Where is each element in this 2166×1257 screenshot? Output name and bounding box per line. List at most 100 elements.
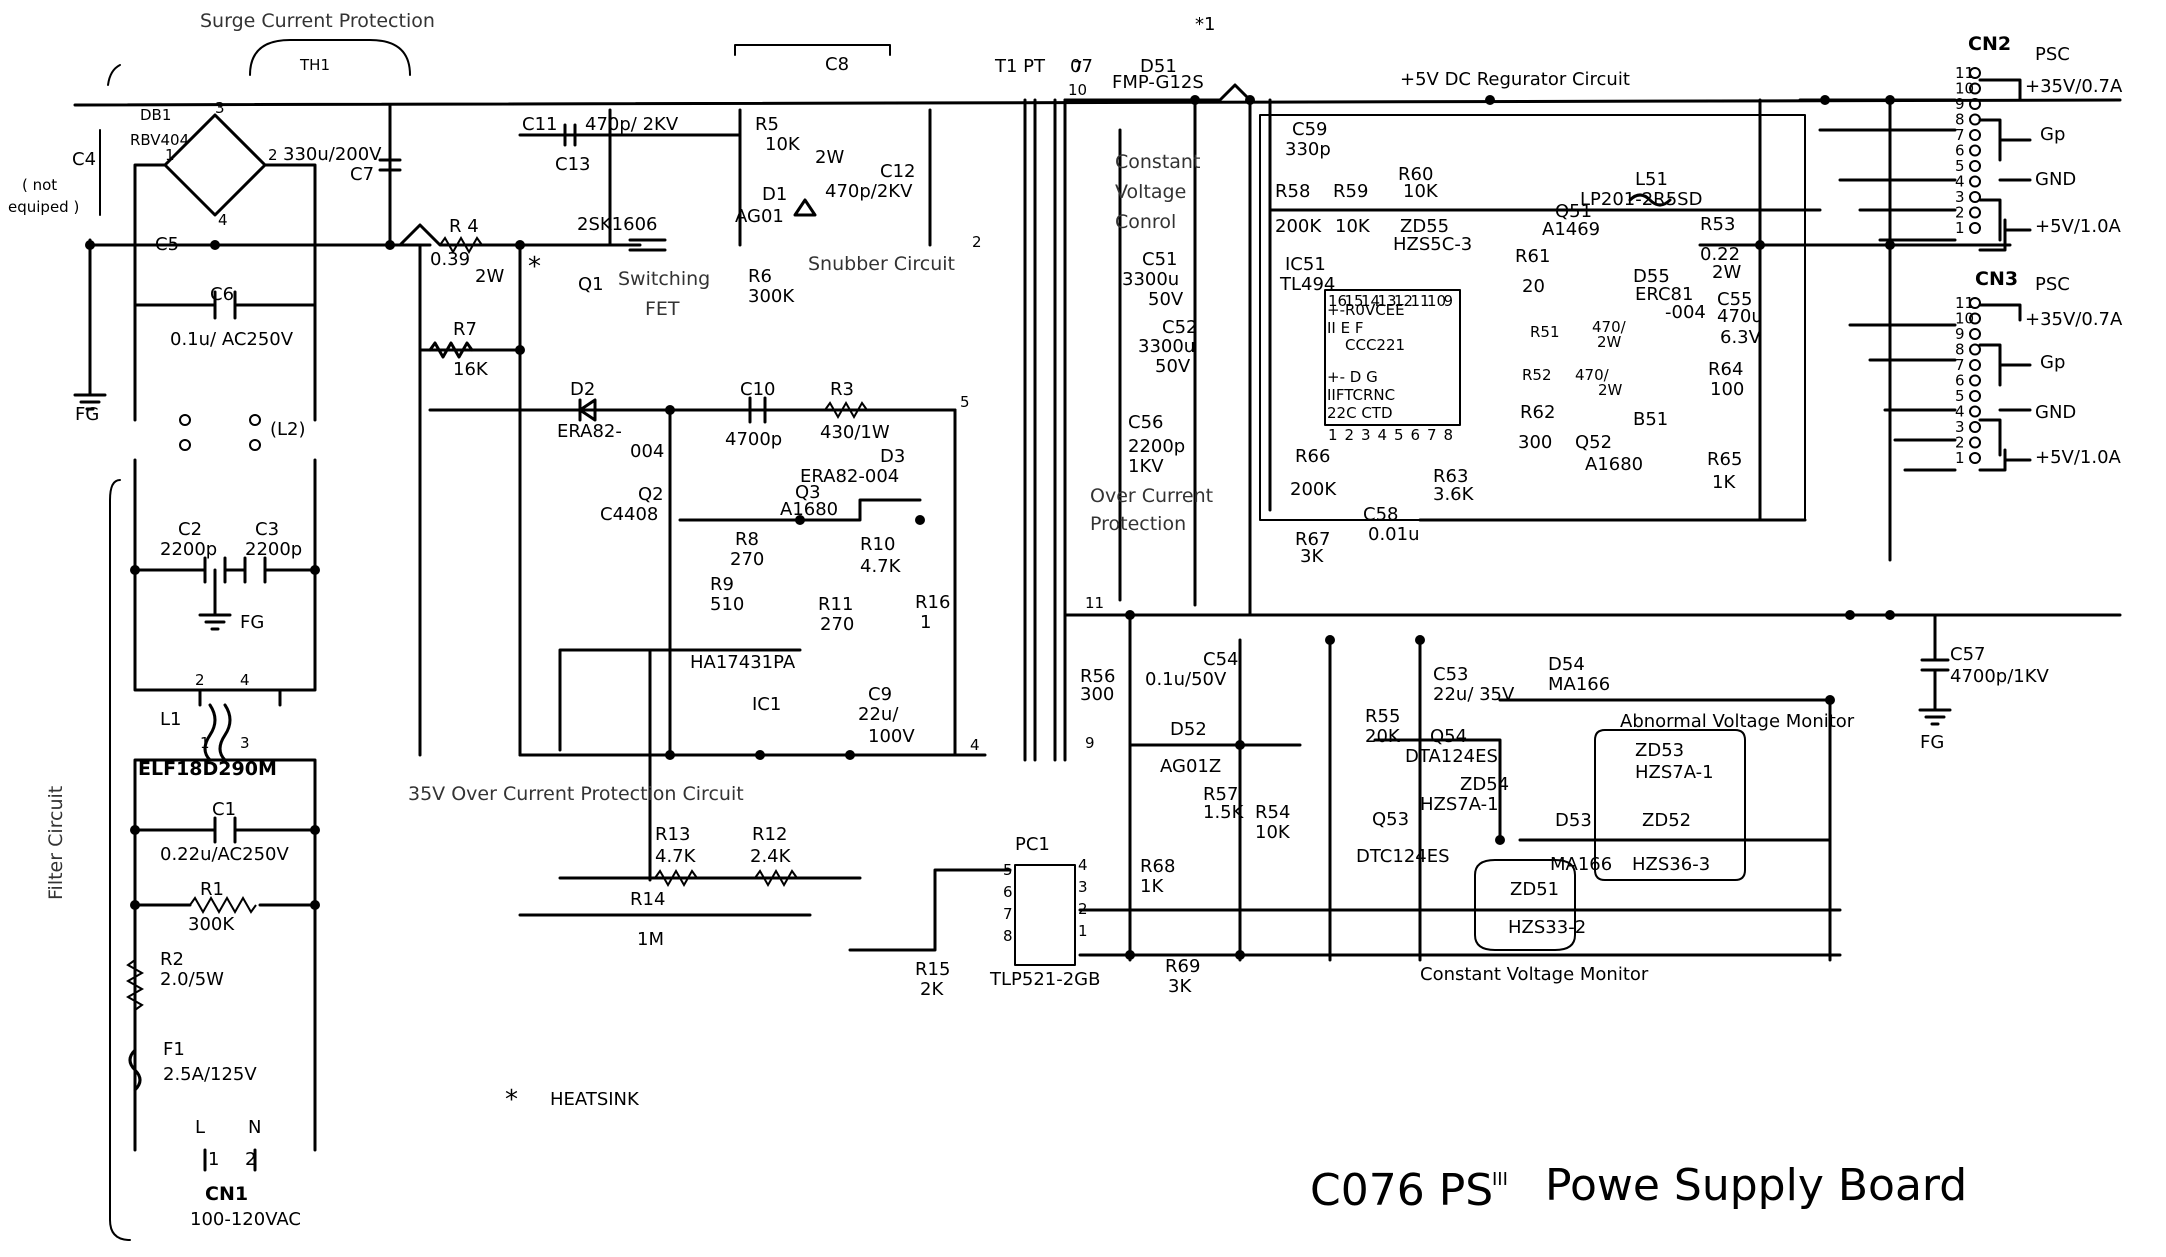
d54-part: MA166	[1548, 674, 1610, 695]
pc1-pin-2: 2	[1078, 900, 1088, 918]
l1-part: ELF18D290M	[138, 758, 277, 780]
r58-value: 200K	[1275, 216, 1322, 237]
ic51-pin-4: 4	[1378, 426, 1388, 444]
filter-side-wires	[133, 243, 317, 422]
constant-control-3: Conrol	[1115, 211, 1176, 233]
c10-label: C10	[740, 379, 775, 400]
l2-label: (L2)	[270, 419, 306, 440]
transformer-t1	[1023, 98, 2122, 762]
c6-value: 0.1u/ AC250V	[170, 329, 294, 350]
c11-value: 470p/ 2KV	[585, 114, 679, 135]
ic51-pin-13: 13	[1378, 292, 1397, 310]
r15-value: 2K	[920, 979, 944, 1000]
d2-diode	[578, 398, 597, 422]
q52-label: Q52	[1575, 432, 1612, 453]
c51-value: 3300u	[1122, 269, 1179, 290]
cn1-pin-n: N	[248, 1117, 261, 1138]
r8-label: R8	[735, 529, 759, 550]
r68-value: 1K	[1140, 876, 1164, 897]
top-bus-wire	[73, 98, 2122, 107]
cn3-pin-circle-5	[1969, 390, 1981, 402]
r4-value: 0.39	[430, 249, 470, 270]
c58-label: C58	[1363, 504, 1398, 525]
pc1-part: TLP521-2GB	[989, 969, 1100, 990]
cn1-pin-l: L	[195, 1117, 205, 1138]
pc1-feed	[848, 868, 1012, 952]
switching-fet-2: FET	[645, 298, 680, 320]
r1-resistor	[189, 895, 257, 915]
pc1-pin-4: 4	[1078, 856, 1088, 874]
r2-label: R2	[160, 949, 184, 970]
c53-value: 22u/ 35V	[1433, 684, 1515, 705]
r16-label: R16	[915, 592, 950, 613]
cn2-pin-5: 5	[1955, 157, 1965, 175]
l2-contact-d	[249, 439, 261, 451]
r57-label: R57	[1203, 784, 1238, 805]
r59-label: R59	[1333, 181, 1368, 202]
cn2-pin-circle-7	[1969, 129, 1981, 141]
cn3-pin-circle-3	[1969, 421, 1981, 433]
constant-control-2: Voltage	[1115, 181, 1186, 203]
r6-value: 300K	[748, 286, 795, 307]
cn3-pin-circle-11	[1969, 297, 1981, 309]
over-current-1: Over Current	[1090, 485, 1213, 507]
c58-value: 0.01u	[1368, 524, 1420, 545]
r12-resistor	[754, 868, 798, 888]
l1-pin-3: 3	[240, 734, 250, 752]
db1-part: RBV404	[130, 131, 189, 149]
c5-label: C5	[155, 234, 179, 255]
fg-ground-symbol-1	[198, 613, 232, 631]
cn3-pin-9: 9	[1955, 325, 1965, 343]
cn3-pin-11: 11	[1955, 294, 1974, 312]
zd52-part: HZS36-3	[1632, 854, 1710, 875]
c55-value: 470u	[1717, 306, 1763, 327]
cn2-35v: +35V/0.7A	[2025, 76, 2123, 97]
c12-label: C12	[880, 161, 915, 182]
r5-label: R5	[755, 114, 779, 135]
junction-dots	[85, 95, 1895, 960]
r4-power: 2W	[475, 266, 504, 287]
r14-label: R14	[630, 889, 665, 910]
r3-value: 430/1W	[820, 422, 890, 443]
cn2-pin-11: 11	[1955, 64, 1974, 82]
not-equipped-2: equiped )	[8, 198, 79, 216]
th1-label: TH1	[299, 56, 330, 74]
c51-label: C51	[1142, 249, 1177, 270]
r63-label: R63	[1433, 466, 1468, 487]
ic51-pin-15: 15	[1345, 292, 1364, 310]
cn3-psc: PSC	[2035, 274, 2070, 295]
cn2-pin-9: 9	[1955, 95, 1965, 113]
c7-label: C7	[350, 164, 374, 185]
filter-circuit-label: Filter Circuit	[45, 786, 67, 900]
r14-value: 1M	[637, 929, 664, 950]
cn1-pin-2: 2	[245, 1149, 256, 1170]
fg-label-1: FG	[240, 612, 264, 633]
c55-label: C55	[1717, 289, 1752, 310]
d52-part: AG01Z	[1160, 756, 1221, 777]
q53-label: Q53	[1372, 809, 1409, 830]
zd54-label: ZD54	[1460, 774, 1509, 795]
l51-part: LP201-2R5SD	[1580, 189, 1702, 210]
r56-label: R56	[1080, 666, 1115, 687]
r11-value: 270	[820, 614, 854, 635]
d51-part: FMP-G12S	[1112, 72, 1204, 93]
cn3-pin-circle-7	[1969, 359, 1981, 371]
c12-value: 470p/2KV	[825, 181, 913, 202]
c4-bracket	[107, 64, 121, 86]
r10-value: 4.7K	[860, 556, 902, 577]
cn3-pin-circle-4	[1969, 405, 1981, 418]
c13-label: C13	[555, 154, 590, 175]
cn3-pin-circle-8	[1969, 343, 1981, 356]
filter-bracket	[109, 479, 131, 1241]
fg-label-2: FG	[75, 404, 99, 425]
cn3-label-leads	[1978, 303, 2032, 472]
ic51-pin-3: 3	[1361, 426, 1371, 444]
r67-value: 3K	[1300, 546, 1324, 567]
cn3-gp: Gp	[2040, 352, 2065, 373]
ic51-pin-8: 8	[1444, 426, 1454, 444]
r68-label: R68	[1140, 856, 1175, 877]
section-constant-monitor: Constant Voltage Monitor	[1420, 964, 1649, 985]
d2-label: D2	[570, 379, 595, 400]
r51-value: 470/	[1592, 318, 1627, 336]
r10-label: R10	[860, 534, 895, 555]
